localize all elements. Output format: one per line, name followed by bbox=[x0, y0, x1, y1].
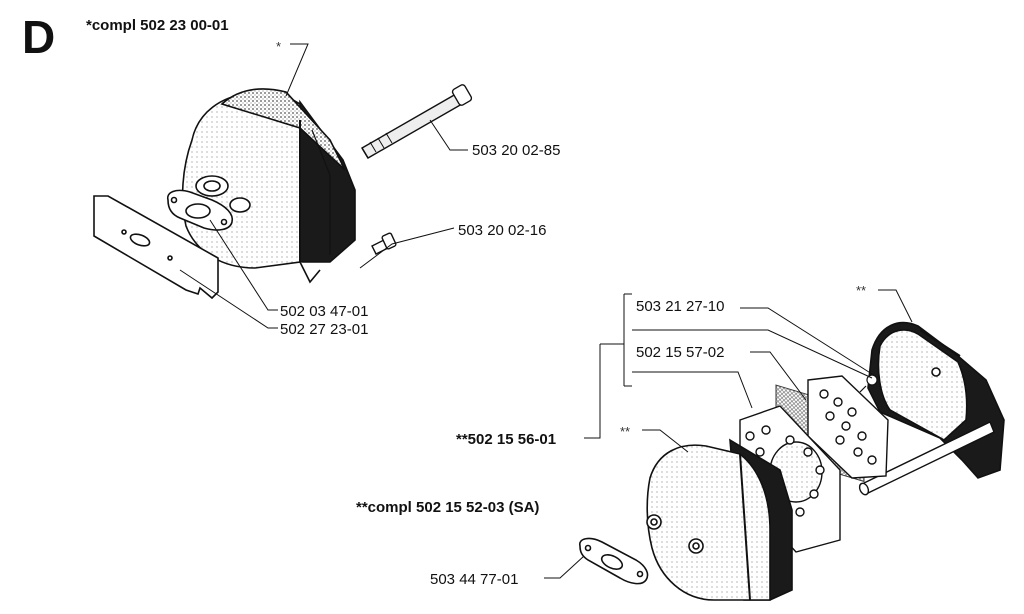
section-letter: D bbox=[22, 11, 56, 63]
long-rod bbox=[858, 421, 995, 496]
assembly-label-kit-b: **compl 502 15 52-03 (SA) bbox=[356, 499, 540, 516]
marker-double-front: ** bbox=[620, 424, 631, 439]
short-screw bbox=[371, 232, 397, 255]
part-number-spacer-plate: 502 27 23-01 bbox=[280, 321, 369, 338]
spacer-plate bbox=[93, 195, 219, 300]
long-bolt bbox=[361, 84, 473, 159]
part-number-short-screw: 503 20 02-16 bbox=[458, 222, 547, 239]
part-number-small-screw: 503 21 27-10 bbox=[636, 298, 725, 315]
leader-lines-upper bbox=[179, 43, 468, 329]
part-number-long-bolt: 503 20 02-85 bbox=[472, 142, 561, 159]
front-cover bbox=[646, 438, 793, 601]
assembly-label-group: **502 15 56-01 bbox=[456, 431, 557, 448]
marker-single-upper: * bbox=[276, 39, 282, 54]
leader-lines-lower bbox=[544, 289, 913, 579]
gasket-lower bbox=[579, 537, 649, 585]
part-number-gasket-upper: 502 03 47-01 bbox=[280, 303, 369, 320]
marker-double-rear: ** bbox=[856, 283, 867, 298]
gasket-upper bbox=[166, 189, 234, 231]
part-number-gasket-lower: 503 44 77-01 bbox=[430, 571, 519, 588]
assembly-label-kit-a: *compl 502 23 00-01 bbox=[86, 17, 229, 34]
part-number-spark-screen: 502 15 57-02 bbox=[636, 344, 725, 361]
small-screw-lower bbox=[859, 374, 878, 393]
